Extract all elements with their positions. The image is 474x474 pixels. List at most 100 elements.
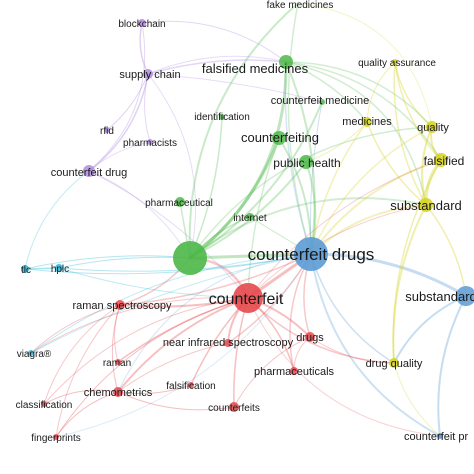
node-pharmaceutical[interactable] [175, 197, 185, 207]
edge-chemometrics-classification [43, 389, 119, 405]
node-internet[interactable] [246, 213, 254, 221]
node-counterfeit[interactable] [233, 283, 263, 313]
node-hplc[interactable] [55, 264, 63, 272]
node-falsified-medicines[interactable] [279, 55, 293, 69]
node-label-counterfeits: counterfeits [208, 403, 260, 414]
edge-falsified-drug-quality [392, 159, 442, 364]
node-fingerprints[interactable] [53, 434, 59, 440]
node-counterfeit-products[interactable] [437, 433, 443, 439]
edge-green-hub-counterfeit-drug [88, 170, 191, 259]
node-label-falsified: falsified [424, 154, 465, 168]
node-counterfeits[interactable] [229, 402, 239, 412]
edge-falsified-medicines-medicines [285, 61, 368, 123]
node-label-counterfeit-drug: counterfeit drug [51, 167, 127, 179]
edge-green-hub-falsified-medicines [188, 60, 288, 260]
node-label-drug-quality: drug quality [366, 358, 423, 370]
edge-chemometrics-near-infrared [117, 342, 229, 393]
edge-raman-spectroscopy-classification [43, 304, 121, 405]
node-rfid[interactable] [104, 127, 110, 133]
node-green-hub[interactable] [173, 241, 207, 275]
node-label-substandard: substandard [390, 198, 462, 213]
node-label-falsification: falsification [166, 381, 215, 392]
node-label-counterfeiting: counterfeiting [241, 130, 319, 145]
node-label-quality-assurance: quality assurance [358, 58, 436, 69]
edge-green-hub-hplc [58, 256, 191, 269]
node-public-health[interactable] [299, 155, 313, 169]
edge-blockchain-falsified-medicines [141, 20, 287, 63]
edge-counterfeit-drugs-tlc [24, 253, 312, 275]
edge-counterfeit-drug-quality [247, 297, 395, 364]
node-substandard-blue[interactable] [456, 286, 474, 306]
edge-green-hub-fake-medicines [188, 2, 299, 259]
node-supply-chain[interactable] [143, 69, 153, 79]
node-medicines[interactable] [362, 117, 372, 127]
edge-supply-chain-rfid [106, 73, 149, 131]
node-classification[interactable] [41, 401, 47, 407]
edge-raman-spectroscopy-fingerprints [55, 304, 121, 438]
edge-chemometrics-raman-spectroscopy [111, 304, 121, 393]
node-identification[interactable] [219, 114, 225, 120]
node-drugs[interactable] [305, 332, 315, 342]
node-quality-assurance[interactable] [392, 59, 398, 65]
edge-chemometrics-fingerprints [55, 391, 119, 438]
node-counterfeit-medicine[interactable] [319, 99, 325, 105]
edge-blockchain-counterfeit-drug [88, 22, 146, 172]
node-quality[interactable] [426, 121, 438, 133]
edge-medicines-quality-assurance [366, 61, 396, 123]
edge-supply-chain-pharmacists [144, 73, 151, 143]
edge-counterfeit-drugs-drug-quality [310, 253, 395, 364]
node-tlc[interactable] [21, 265, 29, 273]
node-near-infrared[interactable] [224, 339, 232, 347]
edge-fake-medicines-quality [297, 2, 433, 128]
node-label-falsified-medicines: falsified medicines [202, 61, 309, 76]
edge-green-hub-quality [189, 126, 433, 259]
node-label-pharmaceuticals: pharmaceuticals [254, 366, 335, 378]
edge-falsified-medicines-supply-chain [147, 55, 287, 75]
node-blockchain[interactable] [138, 19, 146, 27]
node-label-classification: classification [16, 400, 73, 411]
node-pharmaceuticals[interactable] [290, 367, 298, 375]
edge-falsified-quality-assurance [394, 61, 442, 161]
edge-substandard-quality-assurance [393, 61, 427, 206]
edge-substandard-medicines [366, 121, 427, 206]
node-label-medicines: medicines [342, 116, 392, 128]
node-label-internet: internet [233, 213, 267, 224]
edge-counterfeit-substandard [247, 204, 427, 299]
edge-supply-chain-counterfeit-drug [88, 73, 149, 172]
edge-viagra-counterfeit-drugs [30, 253, 312, 354]
node-falsified[interactable] [434, 153, 448, 167]
edge-substandard-blue-counterfeit-products [437, 295, 467, 437]
edge-supply-chain-counterfeit-medicine [147, 73, 323, 103]
node-pharmacists[interactable] [147, 139, 153, 145]
node-label-counterfeit-drugs: counterfeit drugs [248, 245, 375, 264]
edge-falsified-medicines-substandard [285, 61, 427, 206]
node-raman-spectroscopy[interactable] [115, 300, 125, 310]
node-label-substandard-blue: substandard [405, 289, 474, 304]
node-counterfeit-drug[interactable] [83, 165, 95, 177]
node-raman[interactable] [115, 359, 121, 365]
edge-counterfeit-falsified [247, 159, 442, 299]
node-counterfeiting[interactable] [272, 131, 286, 145]
node-label-fake-medicines: fake medicines [267, 0, 334, 11]
edge-substandard-quality [421, 126, 433, 206]
node-drug-quality[interactable] [389, 358, 399, 368]
edge-counterfeit-drugs-medicines [310, 121, 368, 255]
node-label-counterfeit-products: counterfeit pr [404, 431, 469, 443]
node-label-raman: raman [103, 358, 131, 369]
node-counterfeit-drugs[interactable] [294, 237, 328, 271]
edge-counterfeit-drugs-quality [310, 126, 433, 255]
edge-counterfeit-drug-counterfeit [88, 170, 249, 299]
edge-falsified-medicines-quality [285, 61, 433, 128]
node-viagra[interactable] [28, 350, 34, 356]
node-falsification[interactable] [188, 382, 194, 388]
node-chemometrics[interactable] [113, 387, 123, 397]
edge-counterfeit-drugs-counterfeit-medicine [309, 101, 323, 255]
node-label-rfid: rfid [100, 126, 114, 137]
edge-counterfeit-fingerprints [55, 297, 249, 438]
node-label-drugs: drugs [296, 332, 324, 344]
node-substandard[interactable] [419, 198, 433, 212]
node-label-identification: identification [194, 112, 250, 123]
edge-counterfeit-drug-pharmacists [88, 141, 151, 172]
edge-drug-quality-counterfeit-products [393, 362, 441, 437]
edge-falsified-medicines-falsified [285, 61, 442, 161]
